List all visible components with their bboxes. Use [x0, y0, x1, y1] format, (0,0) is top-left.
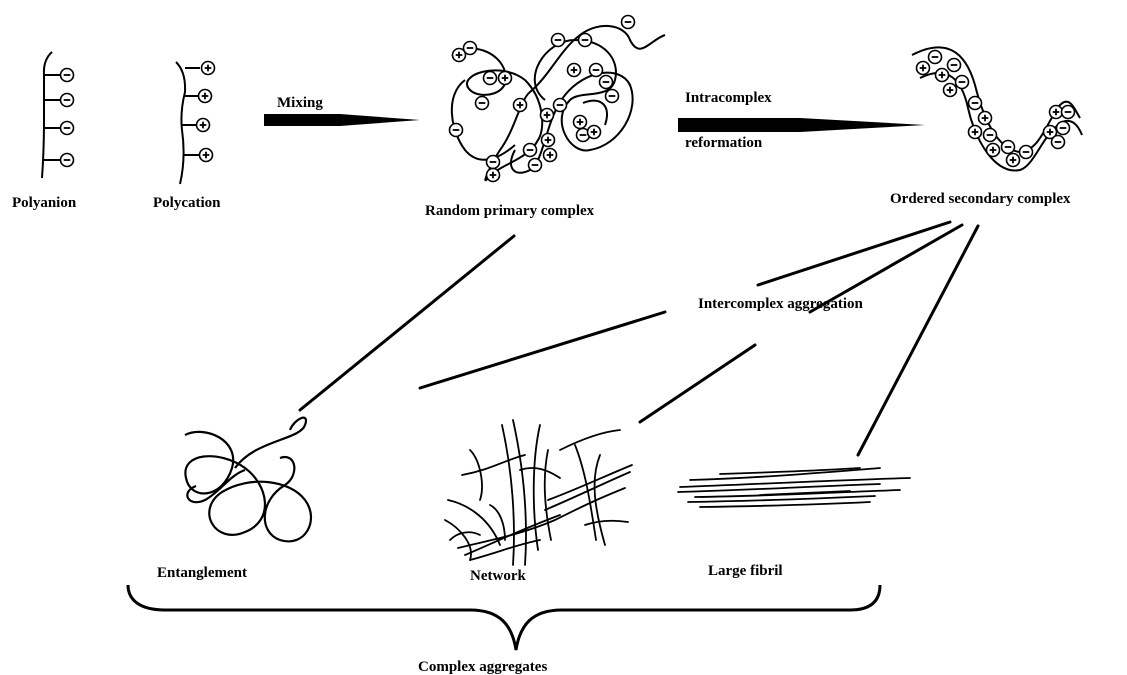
network-mesh [445, 420, 632, 565]
label-ordered-secondary-complex: Ordered secondary complex [890, 191, 1071, 207]
label-mixing: Mixing [277, 95, 323, 111]
entanglement-coil [185, 418, 311, 542]
polyanion-charges [61, 69, 74, 167]
label-random-primary-complex: Random primary complex [425, 203, 595, 219]
label-reformation: reformation [685, 135, 763, 151]
polycation-charges [197, 62, 215, 162]
label-network: Network [470, 568, 526, 584]
mixing-arrow [264, 114, 420, 126]
aggregation-connector-lines [300, 222, 978, 455]
aggregates-brace [128, 585, 880, 650]
large-fibril-bundle [678, 468, 910, 507]
label-complex-aggregates: Complex aggregates [418, 659, 547, 675]
intracomplex-arrow [678, 118, 925, 132]
label-large-fibril: Large fibril [708, 563, 783, 579]
label-polyanion: Polyanion [12, 195, 77, 211]
polyanion-chain [42, 52, 60, 178]
ordered-secondary-charges [917, 51, 1075, 167]
label-intracomplex: Intracomplex [685, 90, 772, 106]
label-polycation: Polycation [153, 195, 221, 211]
label-entanglement: Entanglement [157, 565, 247, 581]
label-intercomplex-aggregation: Intercomplex aggregation [698, 296, 863, 312]
